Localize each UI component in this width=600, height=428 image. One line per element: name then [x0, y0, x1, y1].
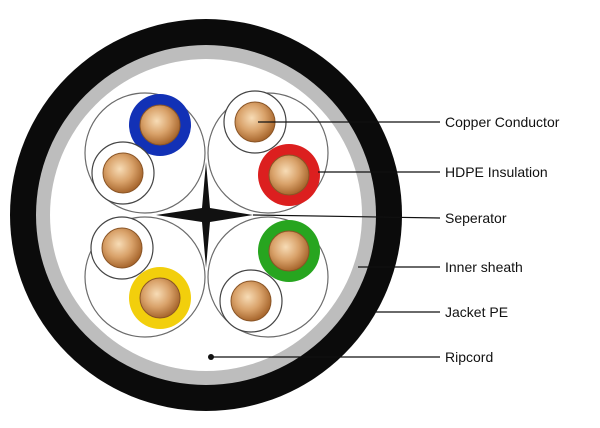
pair-boundary-top-left: [84, 92, 206, 214]
pair-boundary-bottom-right: [207, 216, 329, 338]
pair-boundary-top-right: [207, 92, 329, 214]
label-jacket-pe: Jacket PE: [445, 304, 508, 320]
label-hdpe-insulation: HDPE Insulation: [445, 164, 548, 180]
leader-separator: [252, 214, 441, 219]
conductor-white-bottom-left: [90, 216, 154, 280]
conductor-blue: [129, 94, 191, 156]
label-separator: Seperator: [445, 210, 507, 226]
cross-separator: [156, 162, 253, 268]
conductor-white-top-left: [91, 141, 155, 205]
label-ripcord: Ripcord: [445, 349, 493, 365]
conductor-green: [258, 220, 320, 282]
conductor-yellow: [129, 267, 191, 329]
conductor-white-bottom-right: [219, 269, 283, 333]
conductor-red: [258, 144, 320, 206]
conductor-white-top-right: [223, 90, 287, 154]
label-inner-sheath: Inner sheath: [445, 259, 523, 275]
label-copper-conductor: Copper Conductor: [445, 114, 560, 130]
pair-boundary-bottom-left: [84, 216, 206, 338]
